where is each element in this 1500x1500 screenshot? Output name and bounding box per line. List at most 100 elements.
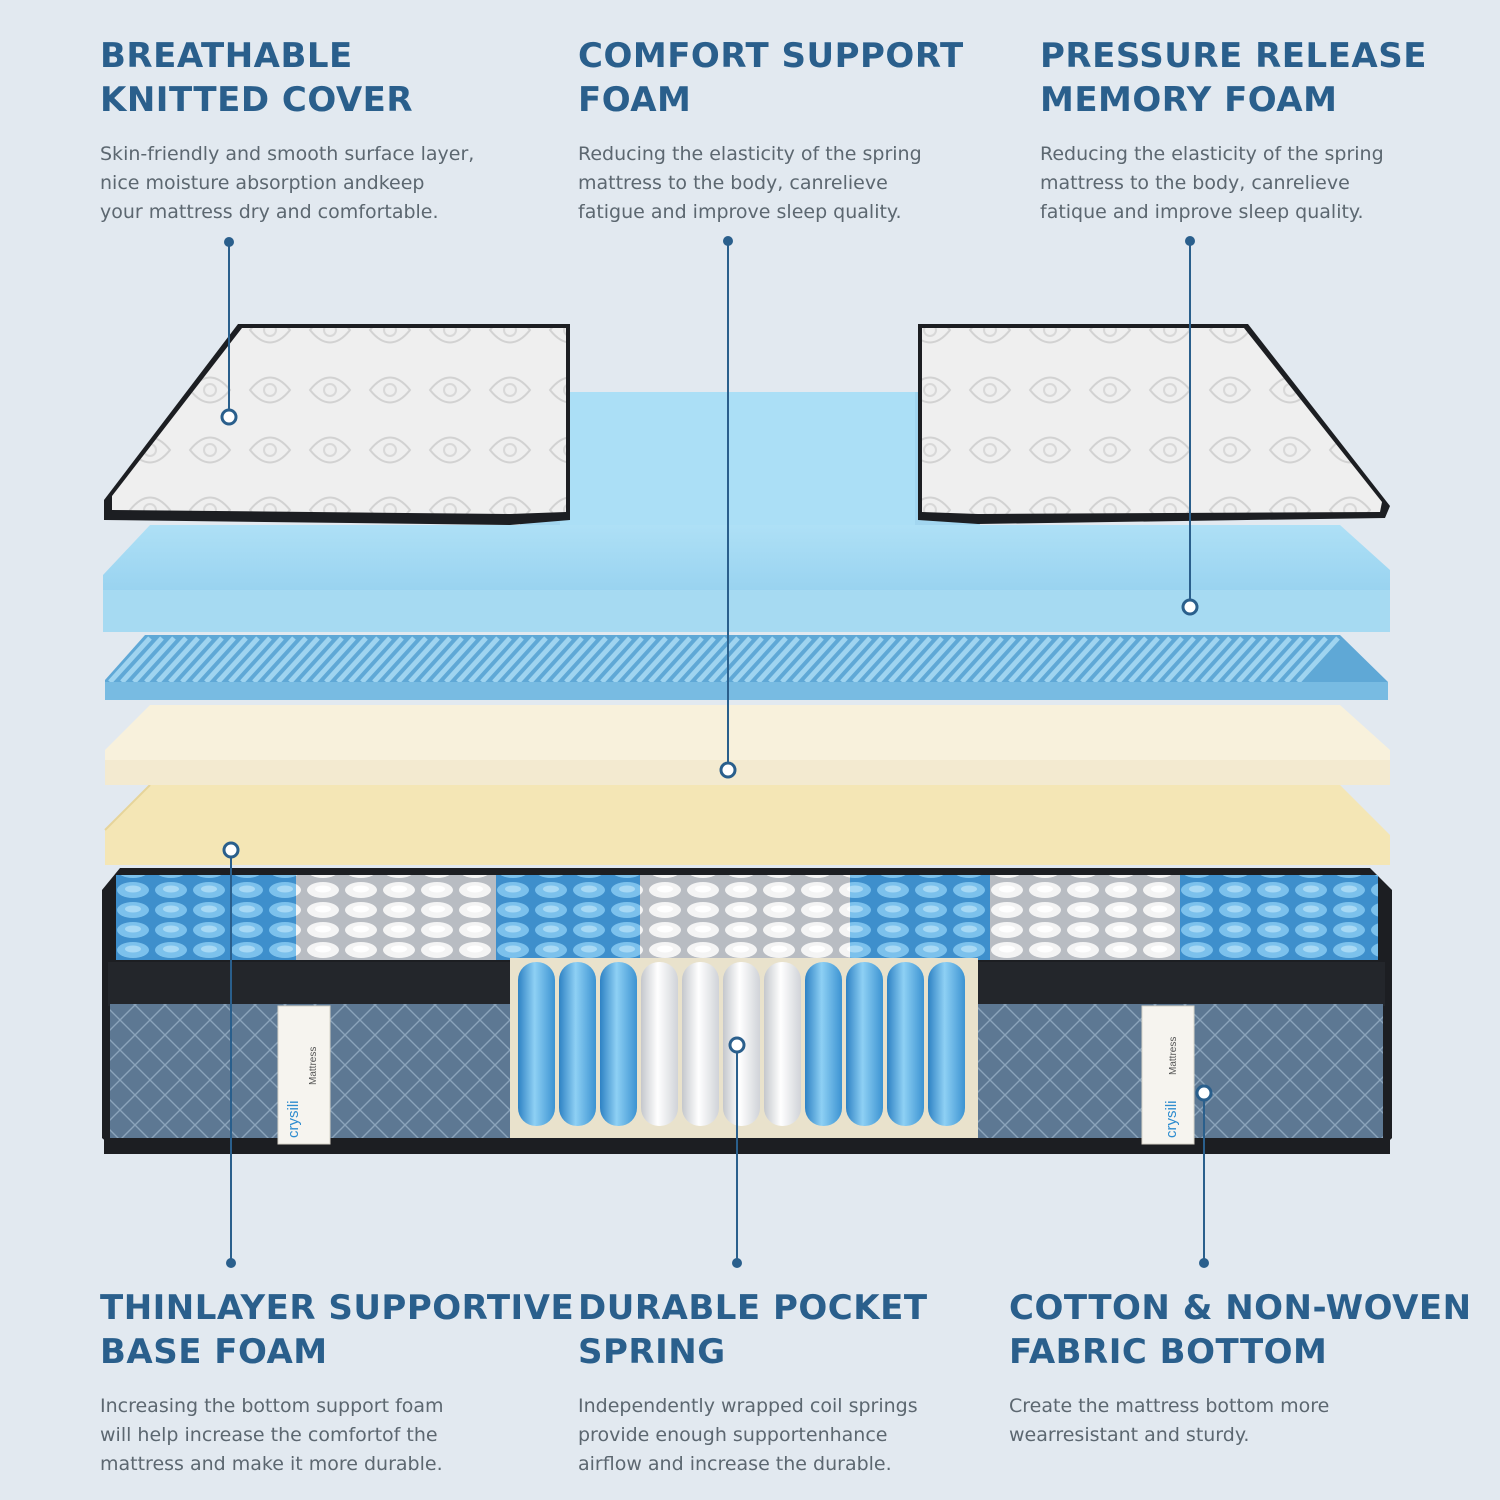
foam-ridge xyxy=(924,636,968,684)
foam-ridge xyxy=(144,636,188,684)
comfort-foam-layer xyxy=(105,705,1390,785)
spring-coil xyxy=(846,962,883,1126)
brand-logo-right: crysili xyxy=(1163,1101,1180,1139)
brand-tag-text-left: Mattress xyxy=(308,1047,319,1085)
foam-ridge xyxy=(408,636,452,684)
foam-ridge xyxy=(108,636,152,684)
foam-ridge xyxy=(852,636,896,684)
desc-line-2: nice moisture absorption andkeep xyxy=(100,172,425,194)
foam-ridge xyxy=(468,636,512,684)
foam-ridge xyxy=(1056,636,1100,684)
dot-spring-bottom xyxy=(732,1258,742,1268)
foam-ridge xyxy=(1128,636,1172,684)
foam-ridge xyxy=(300,636,344,684)
title-line-2: KNITTED COVER xyxy=(100,80,414,120)
desc-line-2: mattress to the body, canrelieve xyxy=(1040,172,1350,194)
foam-ridge xyxy=(744,636,788,684)
foam-ridge xyxy=(768,636,812,684)
foam-ridge xyxy=(324,636,368,684)
foam-ridge xyxy=(972,636,1016,684)
foam-ridge xyxy=(648,636,692,684)
desc-line-2: will help increase the comfortof the xyxy=(100,1424,438,1446)
title-line-2: SPRING xyxy=(578,1332,726,1372)
spring-coil xyxy=(764,962,801,1126)
foam-ridge xyxy=(1224,636,1268,684)
foam-ridge xyxy=(528,636,572,684)
foam-ridge xyxy=(684,636,728,684)
desc-line-3: fatique and improve sleep quality. xyxy=(1040,201,1364,223)
label-breathable-knitted-cover: BREATHABLE KNITTED COVER Skin-friendly a… xyxy=(100,34,474,227)
foam-ridge xyxy=(1260,636,1304,684)
foam-ridge xyxy=(672,636,716,684)
dot-base-bottom xyxy=(226,1258,236,1268)
foam-ridge xyxy=(792,636,836,684)
foam-ridge xyxy=(264,636,308,684)
foam-ridge xyxy=(1212,636,1256,684)
foam-ridge xyxy=(1188,636,1232,684)
label-pressure-release-memory-foam: PRESSURE RELEASE MEMORY FOAM Reducing th… xyxy=(1040,34,1427,227)
base-foam-layer xyxy=(104,784,1390,865)
foam-ridge xyxy=(828,636,872,684)
foam-ridge xyxy=(120,636,164,684)
spring-coil xyxy=(928,962,965,1126)
desc-line-1: Increasing the bottom support foam xyxy=(100,1395,444,1417)
foam-ridge xyxy=(588,636,632,684)
foam-ridge xyxy=(732,636,776,684)
foam-ridge xyxy=(900,636,944,684)
spring-coil xyxy=(641,962,678,1126)
foam-ridge xyxy=(1164,636,1208,684)
foam-ridge xyxy=(564,636,608,684)
title-line-2: MEMORY FOAM xyxy=(1040,80,1338,120)
marker-base xyxy=(222,841,240,859)
label-durable-pocket-spring: DURABLE POCKET SPRING Independently wrap… xyxy=(578,1286,928,1479)
spring-coil xyxy=(805,962,842,1126)
foam-ridge xyxy=(516,636,560,684)
brand-logo-left: crysili xyxy=(285,1101,302,1139)
foam-ridge xyxy=(1092,636,1136,684)
desc-line-1: Independently wrapped coil springs xyxy=(578,1395,918,1417)
foam-ridge xyxy=(132,636,176,684)
foam-ridge xyxy=(696,636,740,684)
foam-ridge xyxy=(888,636,932,684)
brand-tag-text-right: Mattress xyxy=(1168,1037,1179,1075)
marker-comfort xyxy=(719,761,737,779)
foam-ridge xyxy=(1152,636,1196,684)
description: Reducing the elasticity of the spring ma… xyxy=(1040,140,1427,227)
wave-foam-layer xyxy=(105,635,1388,700)
foam-ridge xyxy=(396,636,440,684)
foam-ridge xyxy=(1068,636,1112,684)
foam-ridge xyxy=(1284,636,1328,684)
foam-ridge xyxy=(192,636,236,684)
title-line-2: FOAM xyxy=(578,80,692,120)
description: Create the mattress bottom more wearresi… xyxy=(1009,1392,1472,1450)
spring-cutaway xyxy=(518,962,965,1126)
marker-cover xyxy=(220,408,238,426)
spring-coil xyxy=(600,962,637,1126)
foam-ridge xyxy=(1116,636,1160,684)
foam-ridge xyxy=(276,636,320,684)
foam-ridge xyxy=(540,636,584,684)
label-comfort-support-foam: COMFORT SUPPORT FOAM Reducing the elasti… xyxy=(578,34,964,227)
foam-ridge xyxy=(708,636,752,684)
marker-memory xyxy=(1181,598,1199,616)
foam-ridge xyxy=(504,636,548,684)
label-cotton-non-woven-fabric-bottom: COTTON & NON-WOVEN FABRIC BOTTOM Create … xyxy=(1009,1286,1472,1450)
marker-bottom xyxy=(1195,1084,1213,1102)
foam-ridge xyxy=(1236,636,1280,684)
foam-ridge xyxy=(1296,636,1340,684)
spring-coil xyxy=(682,962,719,1126)
foam-ridge xyxy=(480,636,524,684)
foam-ridge xyxy=(876,636,920,684)
foam-ridge xyxy=(312,636,356,684)
foam-ridge xyxy=(252,636,296,684)
desc-line-3: mattress and make it more durable. xyxy=(100,1453,443,1475)
dot-comfort-top xyxy=(723,236,733,246)
desc-line-2: provide enough supportenhance xyxy=(578,1424,888,1446)
marker-spring xyxy=(728,1036,746,1054)
dot-bottom-bottom xyxy=(1199,1258,1209,1268)
foam-ridge xyxy=(1140,636,1184,684)
foam-ridge xyxy=(624,636,668,684)
leader-lines xyxy=(228,242,1205,1262)
title-line-1: PRESSURE RELEASE xyxy=(1040,36,1427,76)
foam-ridge xyxy=(1044,636,1088,684)
